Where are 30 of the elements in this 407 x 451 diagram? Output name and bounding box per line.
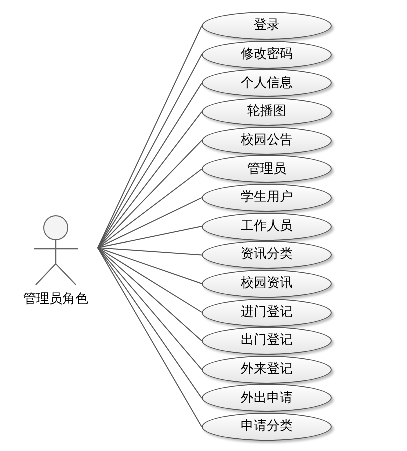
use-case-label: 外出申请 [241, 390, 293, 408]
use-case-label: 登录 [254, 17, 280, 36]
use-case-label: 轮播图 [248, 103, 286, 122]
association-line [98, 140, 202, 248]
use-case-label: 个人信息 [241, 74, 293, 93]
use-case-label: 学生用户 [241, 189, 293, 208]
use-case-label: 校园公告 [241, 132, 293, 150]
association-line [98, 248, 202, 428]
use-case-label: 校园资讯 [241, 275, 293, 294]
use-case-ellipse [202, 12, 332, 40]
actor-label: 管理员角色 [24, 291, 88, 309]
association-line [98, 197, 202, 248]
use-case-label: 出门登记 [241, 332, 293, 350]
association-line [98, 248, 202, 399]
use-case-label: 申请分类 [241, 418, 293, 436]
use-case-label: 资讯分类 [241, 246, 293, 264]
use-case-label: 进门登记 [241, 304, 293, 322]
association-line [98, 111, 202, 248]
use-case-label: 修改密码 [241, 46, 293, 64]
association-line [98, 248, 202, 342]
association-line [98, 248, 202, 313]
association-line [98, 168, 202, 248]
use-case-ellipse [202, 298, 332, 326]
association-line [98, 248, 202, 256]
use-case-label: 工作人员 [241, 218, 293, 236]
use-case-label: 管理员 [248, 160, 286, 178]
association-line [98, 248, 202, 284]
association-line [98, 248, 202, 370]
use-case-label: 外来登记 [241, 361, 293, 380]
association-line [98, 226, 202, 248]
